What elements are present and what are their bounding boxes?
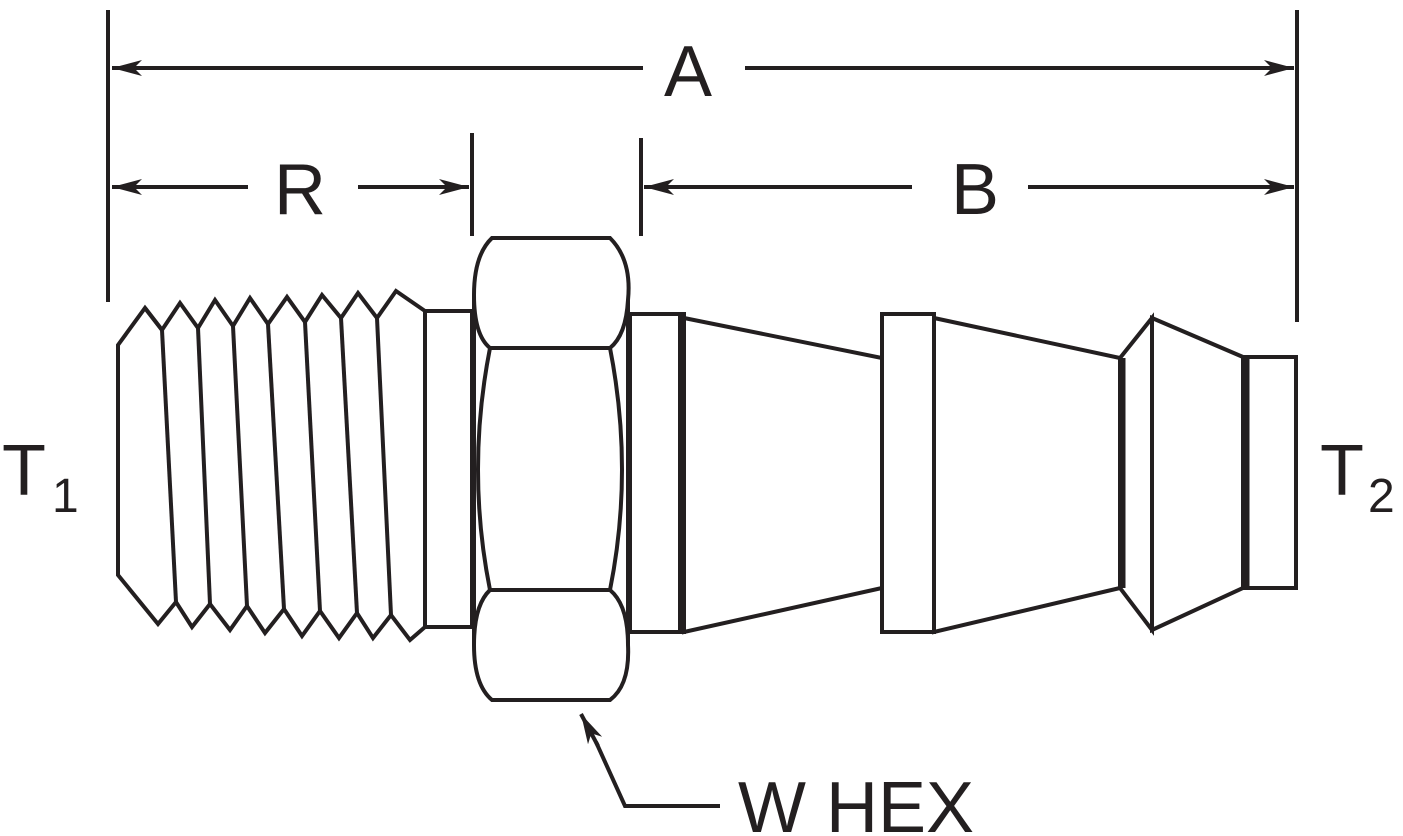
hex-leader: W HEX [579,713,974,836]
hex-nut [471,236,631,702]
svg-text:2: 2 [1368,470,1395,523]
label-r: R [274,150,326,230]
label-b: B [951,150,999,230]
dimension-b: B [644,150,1294,230]
svg-text:T: T [1320,431,1364,511]
svg-text:T: T [2,431,46,511]
label-w-hex: W HEX [738,768,974,836]
barb-section [628,312,1298,636]
label-a: A [664,32,712,112]
extension-lines [106,10,1299,322]
dimension-r: R [112,150,469,230]
thread-section [116,288,474,643]
dimension-a: A [112,32,1294,112]
label-t2: T 2 [1320,431,1395,523]
svg-text:1: 1 [52,470,79,523]
label-t1: T 1 [2,431,79,523]
